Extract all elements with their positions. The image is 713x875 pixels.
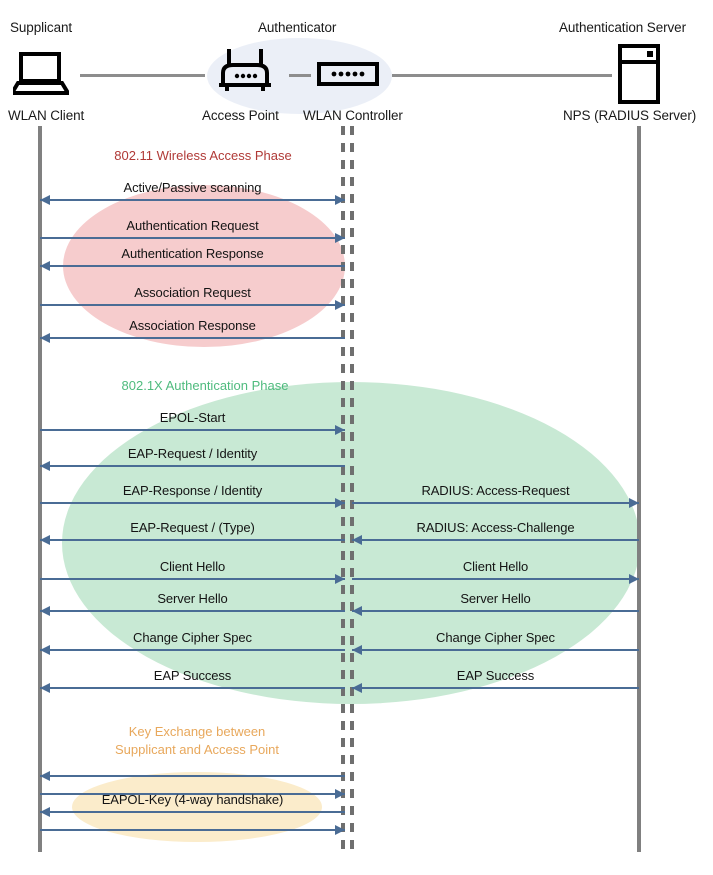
message-label: Client Hello: [159, 559, 226, 574]
actor-title-authenticator: Authenticator: [258, 20, 337, 35]
message-line: [40, 237, 345, 239]
message-line: [40, 199, 345, 201]
arrowhead-left-icon: [40, 261, 50, 271]
server-rack-icon: [618, 44, 660, 109]
arrowhead-left-icon: [40, 195, 50, 205]
wireless-access-point-icon: [215, 47, 275, 98]
actor-title-supplicant: Supplicant: [10, 20, 73, 35]
arrowhead-left-icon: [352, 683, 362, 693]
arrowhead-right-icon: [335, 300, 345, 310]
arrowhead-right-icon: [335, 498, 345, 508]
message-label: EAP Success: [456, 668, 535, 683]
arrowhead-right-icon: [629, 498, 639, 508]
arrowhead-left-icon: [40, 807, 50, 817]
lifeline-access-point: [341, 126, 345, 852]
message-label: RADIUS: Access-Request: [421, 483, 570, 498]
actor-caption-access-point: Access Point: [202, 108, 279, 123]
message-label: Authentication Response: [121, 246, 264, 261]
message-line: [352, 649, 639, 651]
actor-caption-wlan-client: WLAN Client: [8, 108, 85, 123]
actor-caption-wlan-controller: WLAN Controller: [303, 108, 403, 123]
phase-blob-key-exchange: [72, 772, 322, 842]
message-label: Client Hello: [462, 559, 529, 574]
message-label: Association Response: [129, 318, 256, 333]
lifeline-wlan-controller: [350, 126, 354, 852]
message-label: EAP-Request / Identity: [127, 446, 258, 461]
message-label: EAP Success: [153, 668, 232, 683]
arrowhead-left-icon: [40, 535, 50, 545]
message-line: [40, 265, 345, 267]
arrowhead-left-icon: [40, 645, 50, 655]
message-label: EAP-Request / (Type): [130, 520, 255, 535]
arrowhead-left-icon: [352, 606, 362, 616]
message-line: [40, 337, 345, 339]
message-line: [352, 502, 639, 504]
lifeline-authentication-server: [637, 126, 641, 852]
arrowhead-right-icon: [335, 233, 345, 243]
message-line: [40, 793, 345, 795]
message-label: EAP-Response / Identity: [122, 483, 263, 498]
message-line: [352, 539, 639, 541]
message-label: RADIUS: Access-Challenge: [416, 520, 575, 535]
message-label: Server Hello: [157, 591, 228, 606]
message-line: [40, 539, 345, 541]
wlan-controller-icon: [317, 62, 379, 91]
message-line: [40, 775, 345, 777]
message-label: Active/Passive scanning: [123, 180, 262, 195]
arrowhead-right-icon: [335, 574, 345, 584]
link-client-ap: [80, 74, 205, 77]
message-line: [352, 687, 639, 689]
arrowhead-left-icon: [40, 606, 50, 616]
arrowhead-right-icon: [335, 425, 345, 435]
arrowhead-right-icon: [335, 195, 345, 205]
message-line: [40, 429, 345, 431]
message-line: [40, 649, 345, 651]
arrowhead-left-icon: [40, 461, 50, 471]
link-ap-wlc: [289, 74, 311, 77]
message-line: [40, 465, 345, 467]
actor-title-authentication-server: Authentication Server: [559, 20, 686, 35]
actor-caption-nps-radius-server: NPS (RADIUS Server): [563, 108, 697, 123]
message-line: [40, 502, 345, 504]
message-line: [40, 829, 345, 831]
message-label: Server Hello: [460, 591, 531, 606]
arrowhead-left-icon: [352, 535, 362, 545]
phase-label-dot1x-authentication: 802.1X Authentication Phase: [121, 378, 289, 393]
laptop-icon: [8, 52, 72, 101]
arrowhead-right-icon: [335, 789, 345, 799]
arrowhead-right-icon: [335, 825, 345, 835]
arrowhead-left-icon: [40, 333, 50, 343]
message-line: [40, 687, 345, 689]
message-line: [40, 578, 345, 580]
phase-label-wireless-access: 802.11 Wireless Access Phase: [114, 148, 292, 163]
message-line: [40, 610, 345, 612]
message-line: [40, 304, 345, 306]
message-label: EPOL-Start: [159, 410, 226, 425]
message-label: Authentication Request: [126, 218, 259, 233]
arrowhead-left-icon: [40, 683, 50, 693]
message-line: [352, 610, 639, 612]
message-label: EAPOL-Key (4-way handshake): [101, 792, 284, 807]
message-label: Change Cipher Spec: [436, 630, 555, 645]
message-line: [352, 578, 639, 580]
arrowhead-left-icon: [40, 771, 50, 781]
lifeline-supplicant: [38, 126, 42, 852]
phase-label-key-exchange-line2: Supplicant and Access Point: [114, 742, 280, 757]
phase-label-key-exchange-line1: Key Exchange between: [128, 724, 266, 739]
arrowhead-right-icon: [629, 574, 639, 584]
arrowhead-left-icon: [352, 645, 362, 655]
message-line: [40, 811, 345, 813]
message-label: Change Cipher Spec: [133, 630, 252, 645]
link-wlc-server: [392, 74, 612, 77]
message-label: Association Request: [134, 285, 251, 300]
